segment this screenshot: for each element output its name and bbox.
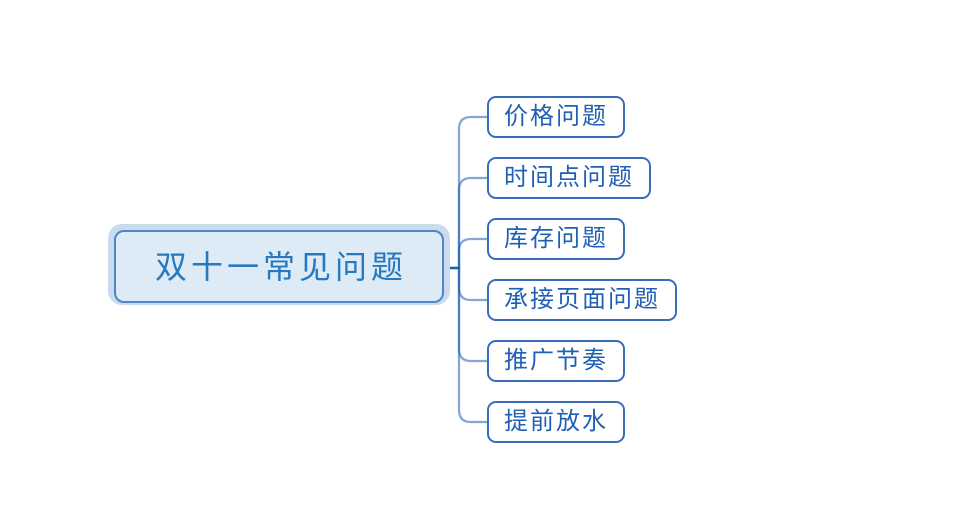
- root-node-label: 双十一常见问题: [154, 248, 407, 285]
- root-node-box: 双十一常见问题: [114, 230, 444, 303]
- node-label: 推广节奏: [504, 348, 608, 374]
- node-label: 提前放水: [504, 409, 608, 435]
- root-node[interactable]: 双十一常见问题: [108, 224, 450, 305]
- connector-line-timing: [448, 176, 487, 270]
- node-label: 承接页面问题: [504, 287, 660, 313]
- connector-line-price: [448, 115, 487, 270]
- node-timing-issues[interactable]: 时间点问题: [487, 157, 651, 199]
- node-label: 时间点问题: [504, 165, 634, 191]
- node-label: 价格问题: [504, 104, 608, 130]
- node-early-release[interactable]: 提前放水: [487, 401, 625, 443]
- connector-line-early-release: [448, 266, 487, 424]
- node-label: 库存问题: [504, 226, 608, 252]
- node-price-issues[interactable]: 价格问题: [487, 96, 625, 138]
- connector-line-inventory: [448, 237, 487, 270]
- node-landing-page-issues[interactable]: 承接页面问题: [487, 279, 677, 321]
- node-inventory-issues[interactable]: 库存问题: [487, 218, 625, 260]
- connector-line-promotion-pace: [448, 266, 487, 363]
- connector-line-landing-page: [448, 266, 487, 302]
- node-promotion-pace[interactable]: 推广节奏: [487, 340, 625, 382]
